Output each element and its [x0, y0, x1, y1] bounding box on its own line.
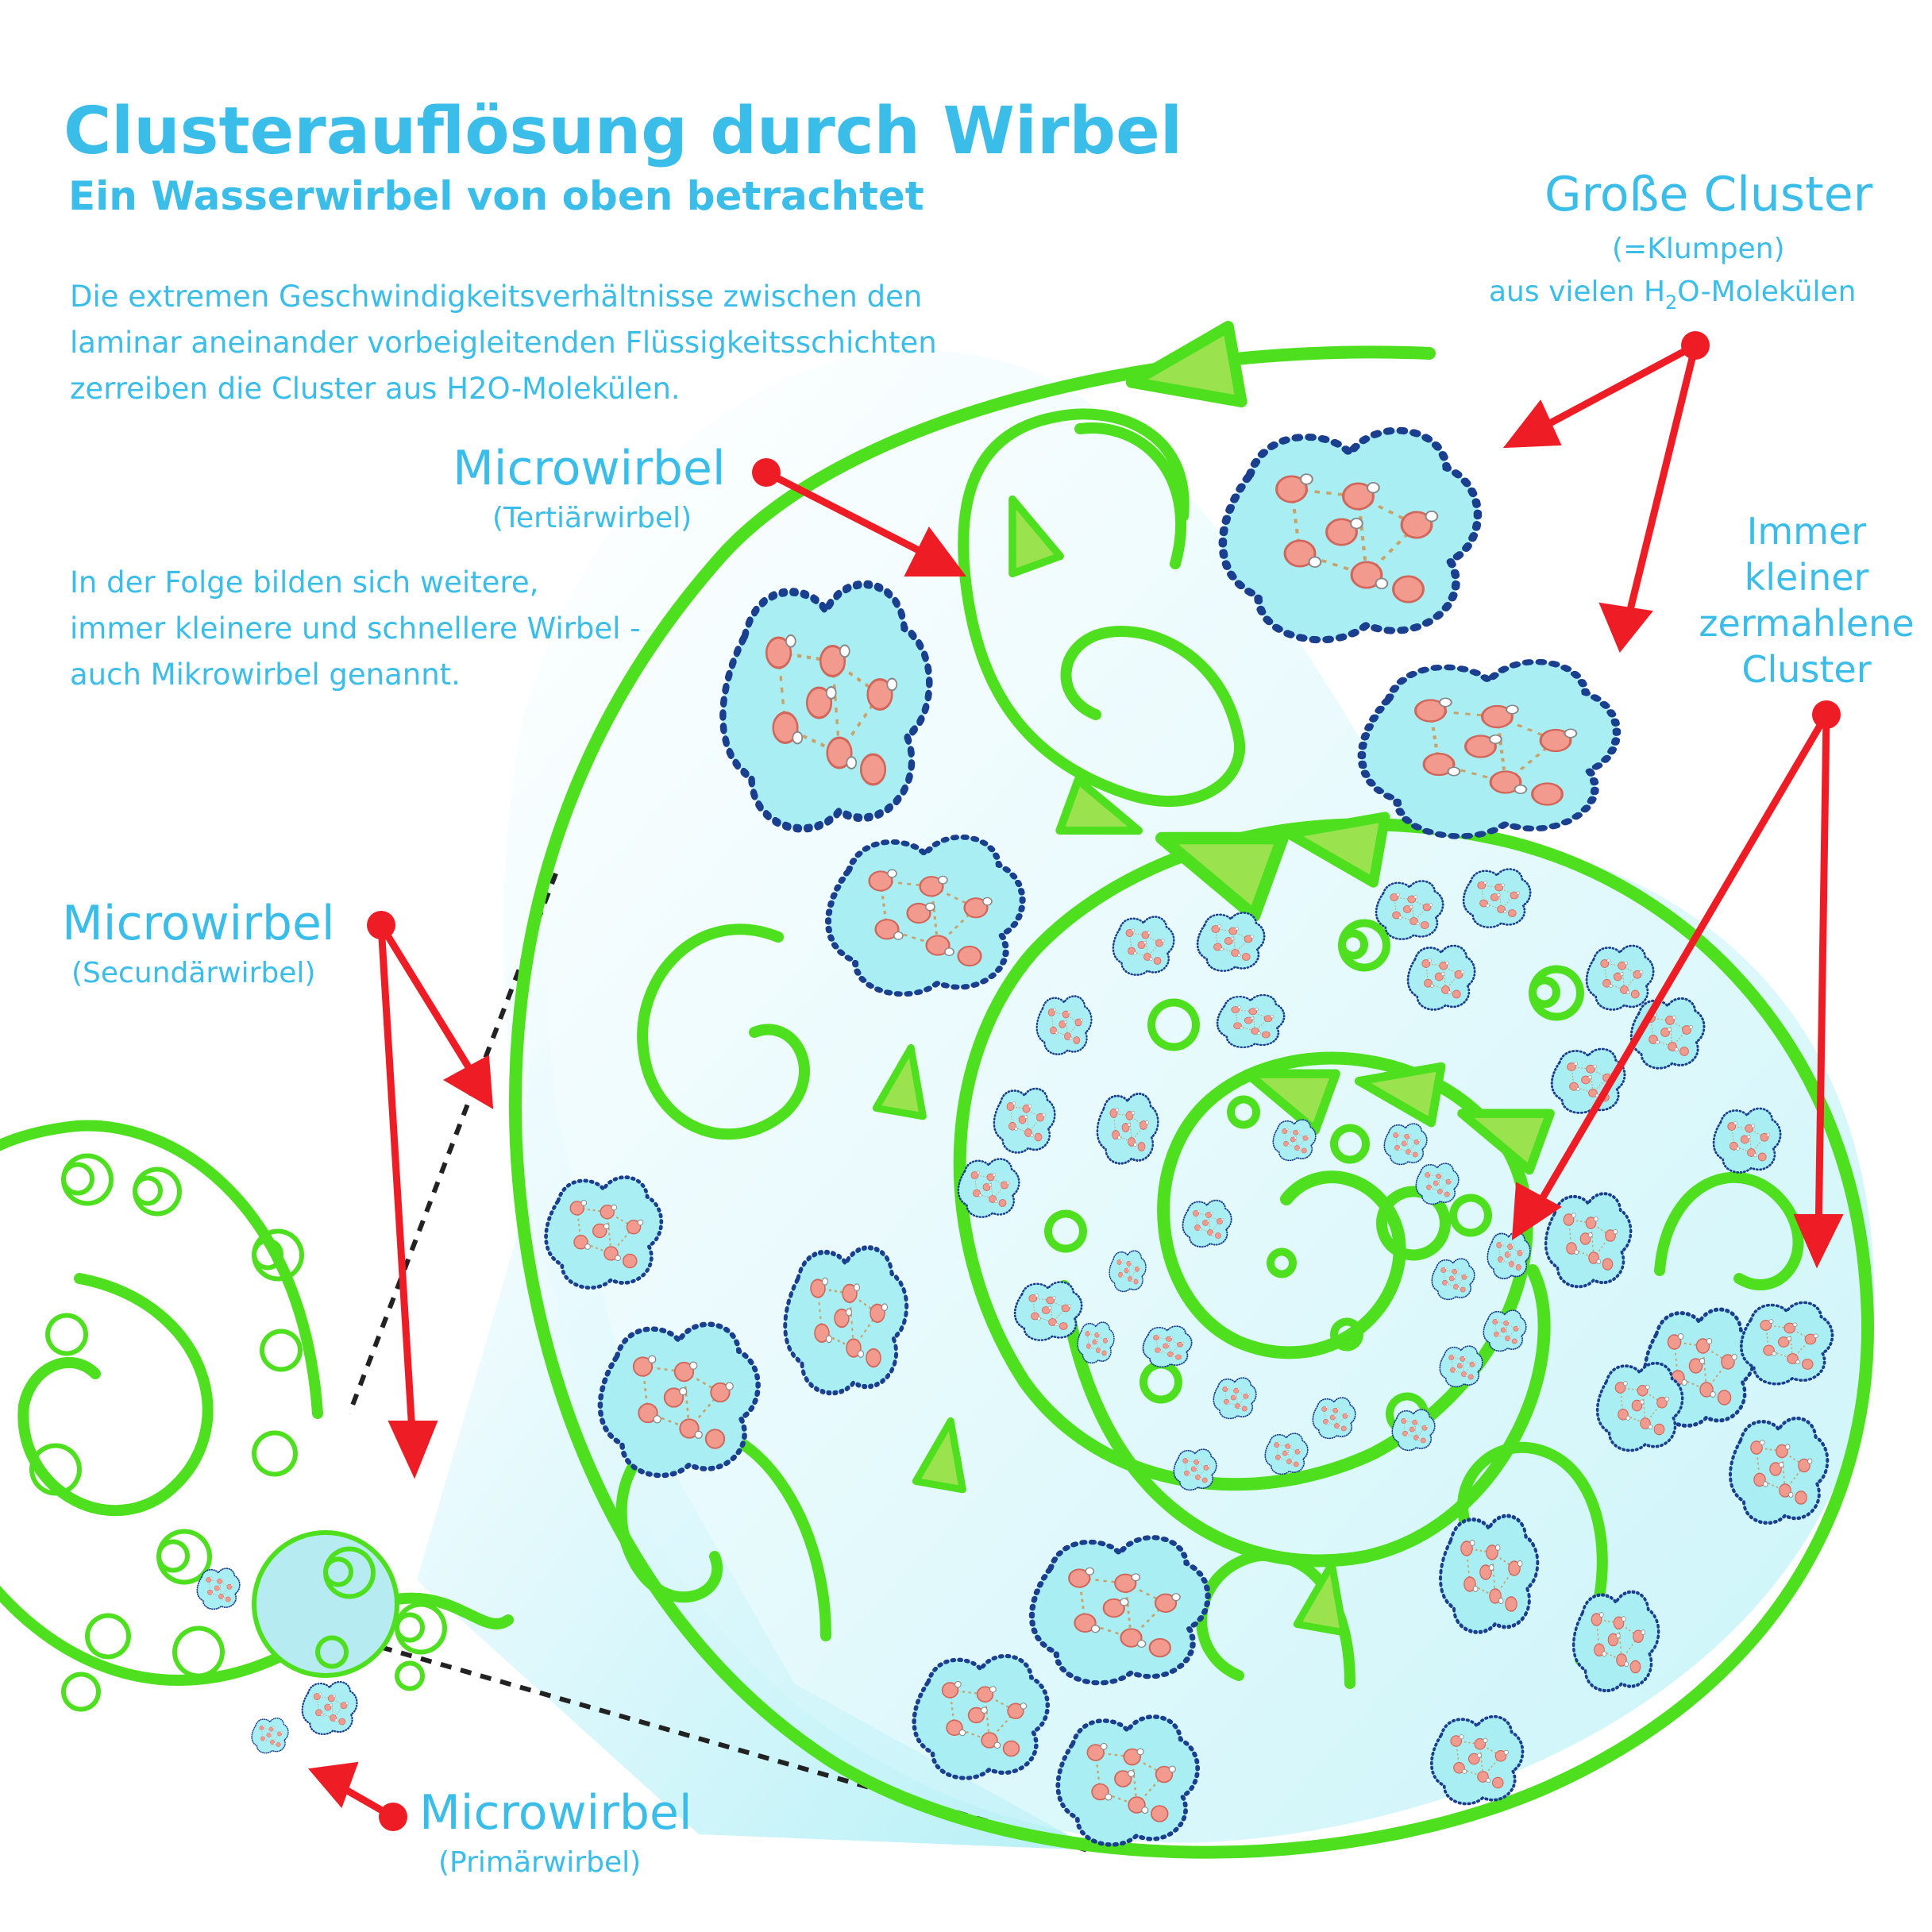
tertiary-vortex	[958, 408, 1246, 808]
primary-mini-spirals	[29, 1153, 447, 1712]
cluster-icon	[1213, 1377, 1257, 1420]
cluster-icon	[1223, 430, 1478, 640]
primary-detail: (Primärwirbel)	[438, 1846, 642, 1879]
cluster-icon	[1406, 944, 1476, 1011]
secondary-detail: (Secundärwirbel)	[71, 957, 316, 989]
cluster-icon	[251, 1717, 289, 1754]
cluster-icon	[993, 1087, 1056, 1154]
cluster-icon	[1487, 1231, 1531, 1280]
cluster-icon	[1431, 1258, 1475, 1301]
followup-text: In der Folge bilden sich weitere, immer …	[70, 560, 641, 698]
cluster-icon	[1391, 1409, 1436, 1452]
secondary-label: Microwirbel	[62, 896, 335, 951]
followup-line: auch Mikrowirbel genannt.	[70, 657, 461, 692]
cluster-icon	[723, 584, 929, 828]
small-clusters-line: Cluster	[1741, 648, 1872, 691]
cluster-icon	[1574, 1592, 1659, 1691]
primary-label: Microwirbel	[419, 1785, 692, 1841]
red-pointer-icon	[308, 331, 1844, 1831]
cluster-icon	[1032, 1537, 1208, 1683]
cluster-icon	[1595, 1361, 1684, 1452]
large-clusters-subscript: 2	[1665, 291, 1678, 314]
cluster-icon	[1196, 912, 1266, 973]
zoom-wedge	[417, 909, 1096, 1850]
cluster-icon	[1173, 1448, 1217, 1491]
cluster-icon	[546, 1178, 661, 1288]
cluster-icon	[1462, 868, 1532, 929]
secondary-vortex	[508, 345, 1874, 1859]
small-clusters-line: kleiner	[1744, 556, 1869, 599]
cluster-icon	[1058, 1717, 1197, 1845]
cluster-icon	[600, 1325, 758, 1475]
cluster-icon	[914, 1656, 1047, 1778]
large-clusters-line2: aus vielen H2O-Molekülen	[1489, 276, 1856, 314]
large-clusters-line2-post: O-Molekülen	[1677, 276, 1857, 308]
cluster-icon	[1440, 1516, 1537, 1632]
tertiary-detail: (Tertiärwirbel)	[492, 502, 692, 534]
cluster-icon	[1429, 1714, 1525, 1806]
cluster-icon	[1096, 1092, 1159, 1165]
flow-arrowhead-icon	[1125, 326, 1242, 419]
small-clusters-label: Immer kleiner zermahlene Cluster	[1683, 508, 1930, 692]
cluster-icon	[1109, 1250, 1147, 1293]
cluster-icon	[1585, 944, 1655, 1011]
cluster-icon	[1712, 1107, 1782, 1174]
cluster-icon	[1362, 661, 1617, 836]
followup-line: In der Folge bilden sich weitere,	[70, 565, 539, 600]
cluster-icon	[1216, 993, 1286, 1049]
primary-vortex	[0, 1120, 514, 1686]
small-clusters-line: zermahlene	[1699, 602, 1915, 645]
cluster-icon	[828, 837, 1023, 994]
large-clusters-line2-pre: aus vielen H	[1489, 276, 1666, 308]
cluster-icon	[957, 1158, 1020, 1218]
cluster-icon	[1264, 1433, 1309, 1475]
cluster-icon	[1272, 1119, 1317, 1162]
cluster-icon	[1077, 1321, 1115, 1364]
cluster-icon	[1439, 1345, 1483, 1388]
intro-line: laminar aneinander vorbeigleitenden Flüs…	[70, 326, 937, 360]
page-subtitle: Ein Wasserwirbel von oben betrachtet	[68, 173, 924, 219]
large-clusters-line1: (=Klumpen)	[1612, 233, 1785, 265]
cluster-icon	[785, 1248, 907, 1393]
cluster-icon	[1312, 1397, 1356, 1440]
cluster-icon	[1035, 995, 1093, 1055]
cluster-icon	[1182, 1199, 1232, 1248]
cluster-icon	[1383, 1123, 1428, 1166]
cluster-icon	[1483, 1309, 1527, 1352]
tertiary-label: Microwirbel	[453, 441, 726, 496]
small-clusters-line: Immer	[1746, 510, 1867, 553]
cluster-icon	[1375, 880, 1444, 941]
cluster-icon	[1013, 1281, 1083, 1342]
large-clusters-label: Große Cluster	[1544, 167, 1873, 222]
cluster-icon	[301, 1680, 358, 1736]
intro-text: Die extremen Geschwindigkeitsverhältniss…	[70, 274, 937, 412]
cluster-icon	[196, 1568, 241, 1610]
cluster-icon	[1739, 1301, 1834, 1386]
cluster-icon	[1112, 916, 1175, 976]
cluster-icon	[1730, 1418, 1827, 1523]
intro-line: zerreiben die Cluster aus H2O-Molekülen.	[70, 372, 681, 406]
cluster-icon	[1142, 1325, 1193, 1368]
followup-line: immer kleinere und schnellere Wirbel -	[70, 611, 641, 646]
cluster-icon	[1415, 1163, 1460, 1205]
page-title: Clusterauflösung durch Wirbel	[64, 94, 1182, 169]
intro-line: Die extremen Geschwindigkeitsverhältniss…	[70, 280, 923, 314]
